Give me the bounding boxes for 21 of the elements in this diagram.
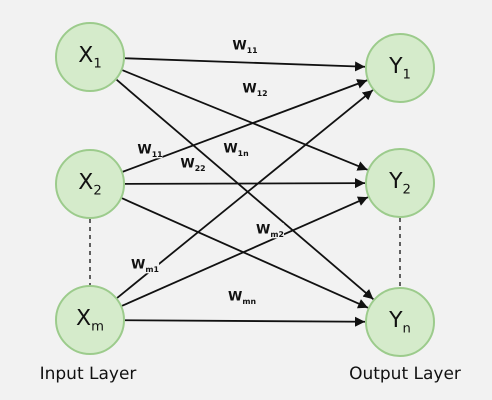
dashed-connector [399, 218, 401, 287]
neuron-label: X$_{2}$ [78, 170, 102, 198]
neuron-label: X$_{m}$ [76, 306, 104, 334]
weight-label: W$_{12}$ [242, 82, 268, 98]
neuron-label: Y$_{n}$ [389, 308, 411, 336]
arrow [125, 178, 365, 188]
arrow [124, 57, 366, 72]
weight-label: W$_{11}$ [137, 143, 163, 159]
neuron-label: X$_{1}$ [78, 42, 102, 72]
arrow [125, 316, 365, 327]
weight-label: W$_{1n}$ [223, 142, 249, 158]
dashed-connector [89, 219, 91, 285]
layer-label: Output Layer [349, 364, 461, 384]
weight-label: W$_{mn}$ [228, 290, 256, 306]
neuron-label: Y$_{2}$ [389, 168, 411, 198]
weight-label: W$_{11}$ [232, 39, 258, 55]
weight-label: W$_{m2}$ [256, 223, 284, 239]
weight-label: W$_{22}$ [180, 157, 206, 173]
neuron-label: Y$_{1}$ [389, 54, 411, 82]
layer-label: Input Layer [40, 364, 136, 384]
weight-label: W$_{m1}$ [131, 258, 159, 274]
